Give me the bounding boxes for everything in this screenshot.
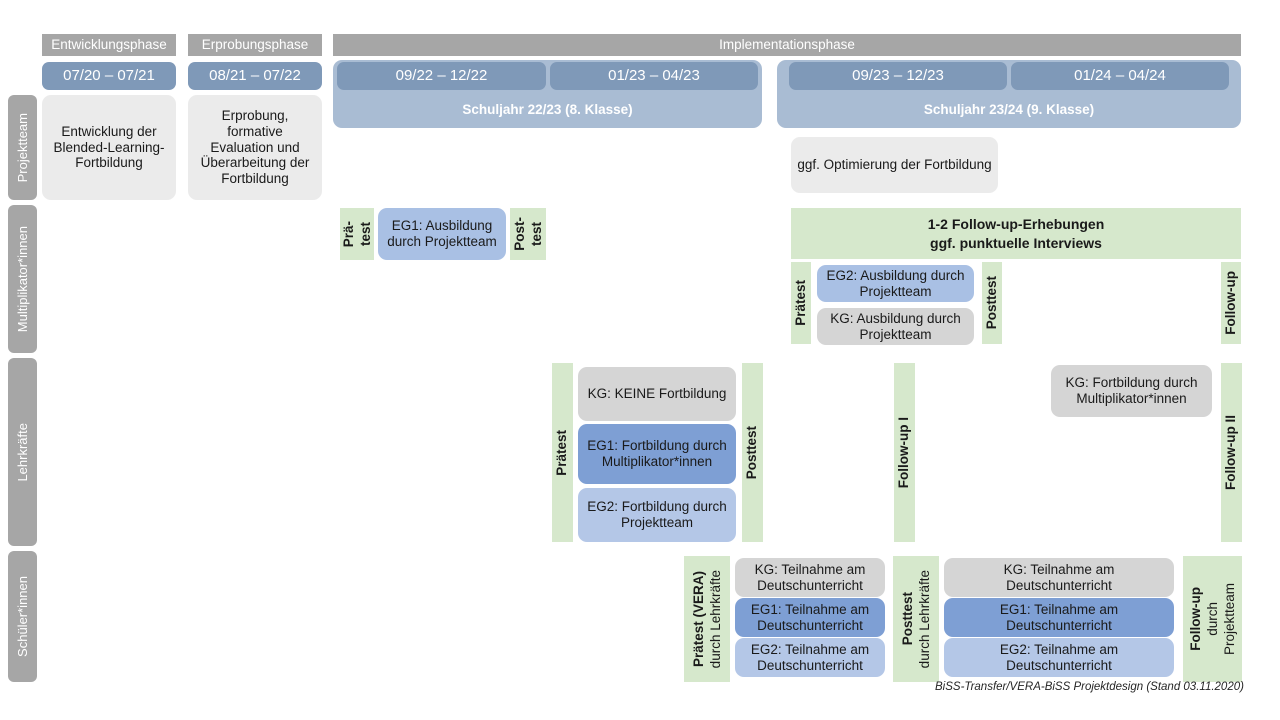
phase-label: Entwicklungsphase <box>51 37 167 53</box>
period-label: 09/22 – 12/22 <box>395 67 488 85</box>
period-label: 01/23 – 04/23 <box>608 67 700 85</box>
multiplikatoren-followup-column: Follow-up <box>1221 262 1241 344</box>
schueler-kg-box-1: KG: Teilnahme am Deutschunterricht <box>735 558 885 597</box>
schueler-eg2-box-2: EG2: Teilnahme am Deutschunterricht <box>944 638 1174 677</box>
posttest-line-2: test <box>529 221 544 246</box>
schueler-eg1-box-2: EG1: Teilnahme am Deutschunterricht <box>944 598 1174 637</box>
schueler-posttest-column: Posttest durch Lehrkräfte <box>893 556 939 682</box>
projektteam-optimierung-text: ggf. Optimierung der Fortbildung <box>797 157 992 173</box>
row-label-projektteam: Projektteam <box>8 95 37 200</box>
school-year-label-2223: Schuljahr 22/23 (8. Klasse) <box>333 96 762 122</box>
period-label: 07/20 – 07/21 <box>63 67 155 85</box>
lehrkraefte-kg-fortbildung-box: KG: Fortbildung durch Multiplikator*inne… <box>1051 365 1212 417</box>
lehrkraefte-eg1-box: EG1: Fortbildung durch Multiplikator*inn… <box>578 424 736 484</box>
schueler-eg1-text: EG1: Teilnahme am Deutschunterricht <box>999 601 1119 633</box>
period-pill-0124-0424: 01/24 – 04/24 <box>1011 62 1229 90</box>
schueler-kg-text: KG: Teilnahme am Deutschunterricht <box>754 561 866 593</box>
phase-label: Implementationsphase <box>719 37 855 53</box>
row-label-text: Multiplikator*innen <box>15 225 30 333</box>
row-label-schuelerinnen: Schüler*innen <box>8 551 37 682</box>
phase-header-entwicklungsphase: Entwicklungsphase <box>42 34 176 56</box>
phase-header-erprobungsphase: Erprobungsphase <box>188 34 322 56</box>
lehrkraefte-eg2-box: EG2: Fortbildung durch Projektteam <box>578 488 736 542</box>
projektteam-erprobung-text: Erprobung, formative Evaluation und Über… <box>200 107 310 187</box>
schueler-posttest-regular: durch Lehrkräfte <box>917 569 932 669</box>
followup-band-line-2: ggf. punktuelle Interviews <box>930 234 1102 251</box>
multiplikatoren-posttest2-column: Posttest <box>982 262 1002 344</box>
schueler-posttest-bold: Posttest <box>900 592 915 646</box>
schueler-praetest-bold: Prätest (VERA) <box>691 570 706 668</box>
lehrkraefte-kg-fortbildung-text: KG: Fortbildung durch Multiplikator*inne… <box>1065 375 1198 406</box>
followup-text: Follow-up <box>1222 271 1238 335</box>
row-label-lehrkraefte: Lehrkräfte <box>8 358 37 546</box>
multiplikatoren-eg2-box: EG2: Ausbildung durch Projektteam <box>817 265 974 302</box>
schueler-eg1-box-1: EG1: Teilnahme am Deutschunterricht <box>735 598 885 637</box>
posttest2-text: Posttest <box>983 276 999 330</box>
praetest-line-1: Prä- <box>341 220 356 248</box>
schueler-followup-regular-2: Projektteam <box>1222 582 1237 656</box>
multiplikatoren-posttest-column: Post- test <box>510 208 546 260</box>
schueler-followup-column: Follow-up durch Projektteam <box>1183 556 1242 682</box>
lehrkraefte-eg1-text: EG1: Fortbildung durch Multiplikator*inn… <box>587 438 727 469</box>
lehrkraefte-followup-1-column: Follow-up I <box>894 363 915 542</box>
lehrkraefte-posttest-column: Posttest <box>742 363 763 542</box>
schueler-followup-bold: Follow-up <box>1188 587 1203 651</box>
lehrkraefte-kg-keine-text: KG: KEINE Fortbildung <box>587 386 727 402</box>
school-year-text: Schuljahr 23/24 (9. Klasse) <box>923 101 1095 117</box>
school-year-text: Schuljahr 22/23 (8. Klasse) <box>462 101 633 117</box>
schueler-kg-text: KG: Teilnahme am Deutschunterricht <box>1003 561 1115 593</box>
schueler-eg1-text: EG1: Teilnahme am Deutschunterricht <box>750 601 870 633</box>
multiplikatoren-eg1-text: EG1: Ausbildung durch Projektteam <box>387 218 497 249</box>
period-label: 08/21 – 07/22 <box>209 67 301 85</box>
lehrkraefte-eg2-text: EG2: Fortbildung durch Projektteam <box>587 499 727 530</box>
lehrkraefte-followup-2-text: Follow-up II <box>1223 415 1239 490</box>
schueler-eg2-text: EG2: Teilnahme am Deutschunterricht <box>750 641 870 673</box>
praetest2-text: Prätest <box>792 280 808 326</box>
lehrkraefte-praetest-text: Prätest <box>554 429 570 476</box>
period-label: 01/24 – 04/24 <box>1074 67 1166 85</box>
praetest-line-2: test <box>358 221 373 246</box>
posttest-line-1: Post- <box>512 217 527 251</box>
followup-band-line-1: 1-2 Follow-up-Erhebungen <box>927 216 1105 233</box>
lehrkraefte-posttest-text: Posttest <box>744 425 760 480</box>
lehrkraefte-kg-keine-box: KG: KEINE Fortbildung <box>578 367 736 421</box>
schueler-praetest-column: Prätest (VERA) durch Lehrkräfte <box>684 556 730 682</box>
schueler-followup-regular-1: durch <box>1205 602 1220 636</box>
period-label: 09/23 – 12/23 <box>852 67 944 85</box>
projektteam-erprobung-box: Erprobung, formative Evaluation und Über… <box>188 95 322 200</box>
schueler-kg-box-2: KG: Teilnahme am Deutschunterricht <box>944 558 1174 597</box>
period-pill-0821-0722: 08/21 – 07/22 <box>188 62 322 90</box>
schueler-eg2-box-1: EG2: Teilnahme am Deutschunterricht <box>735 638 885 677</box>
row-label-multiplikatorinnen: Multiplikator*innen <box>8 205 37 353</box>
phase-label: Erprobungsphase <box>201 37 309 53</box>
phase-header-implementationsphase: Implementationsphase <box>333 34 1241 56</box>
lehrkraefte-followup-1-text: Follow-up I <box>896 416 912 489</box>
row-label-text: Schüler*innen <box>15 576 30 657</box>
multiplikatoren-followup-band: 1-2 Follow-up-Erhebungen ggf. punktuelle… <box>791 208 1241 259</box>
multiplikatoren-eg2-text: EG2: Ausbildung durch Projektteam <box>826 267 965 299</box>
period-pill-0922-1222: 09/22 – 12/22 <box>337 62 546 90</box>
schueler-eg2-text: EG2: Teilnahme am Deutschunterricht <box>999 641 1119 673</box>
multiplikatoren-kg-box: KG: Ausbildung durch Projektteam <box>817 308 974 345</box>
row-label-text: Lehrkräfte <box>15 422 30 482</box>
period-pill-0123-0423: 01/23 – 04/23 <box>550 62 758 90</box>
period-pill-0720-0721: 07/20 – 07/21 <box>42 62 176 90</box>
period-pill-0923-1223: 09/23 – 12/23 <box>789 62 1007 90</box>
footer-credit: BiSS-Transfer/VERA-BiSS Projektdesign (S… <box>935 681 1244 693</box>
projektteam-optimierung-box: ggf. Optimierung der Fortbildung <box>791 137 998 193</box>
multiplikatoren-praetest-column: Prä- test <box>340 208 374 260</box>
multiplikatoren-praetest2-column: Prätest <box>791 262 811 344</box>
multiplikatoren-eg1-box: EG1: Ausbildung durch Projektteam <box>378 208 506 260</box>
row-label-text: Projektteam <box>15 112 30 183</box>
lehrkraefte-followup-2-column: Follow-up II <box>1221 363 1242 542</box>
school-year-label-2324: Schuljahr 23/24 (9. Klasse) <box>777 96 1241 122</box>
schueler-praetest-regular: durch Lehrkräfte <box>708 569 723 669</box>
projektteam-entwicklung-text: Entwicklung der Blended-Learning-Fortbil… <box>53 123 165 171</box>
multiplikatoren-kg-text: KG: Ausbildung durch Projektteam <box>830 310 961 342</box>
lehrkraefte-praetest-column: Prätest <box>552 363 573 542</box>
projektteam-entwicklung-box: Entwicklung der Blended-Learning-Fortbil… <box>42 95 176 200</box>
